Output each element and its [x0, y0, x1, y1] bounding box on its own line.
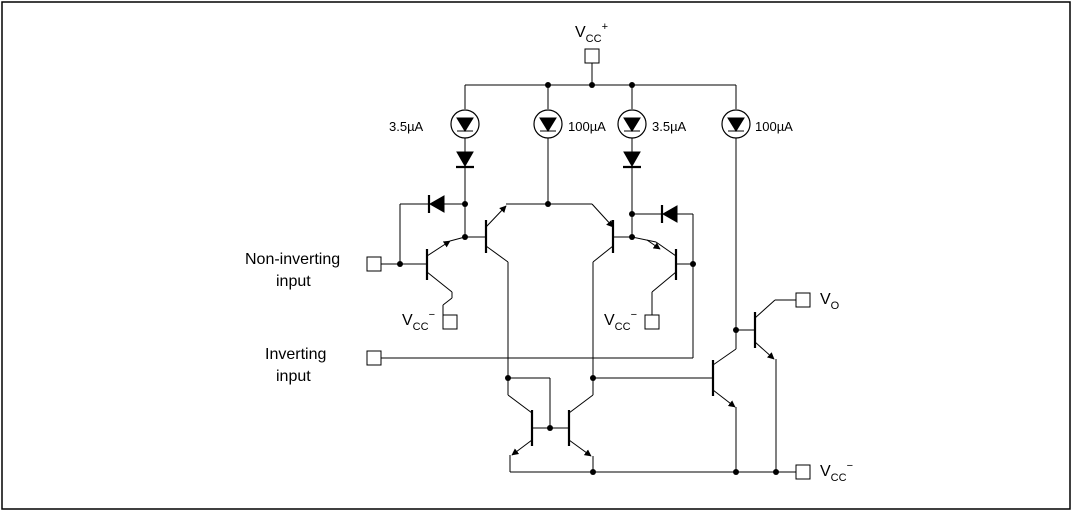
- vcc-minus-label-left: VCC−: [402, 309, 435, 333]
- cs3-current-label: 3.5µA: [652, 119, 687, 134]
- current-source-1: [450, 109, 480, 139]
- transistor-q7: [593, 348, 739, 475]
- cs1-current-label: 3.5µA: [389, 119, 424, 134]
- transistor-q3: [591, 203, 632, 378]
- transistor-q2: [465, 205, 509, 378]
- inv-label-line1: Inverting: [265, 346, 326, 363]
- left-series-diode: [456, 138, 474, 240]
- top-rail: [464, 82, 737, 109]
- transistor-q4: [631, 236, 693, 315]
- noninv-input-terminal: [366, 256, 427, 272]
- inv-label-line2: input: [276, 368, 311, 385]
- right-series-diode: [623, 138, 641, 240]
- current-mirror: [505, 375, 596, 475]
- vcc-minus-terminal-bottom: [795, 464, 811, 480]
- cs4-current-label: 100µA: [755, 119, 793, 134]
- inv-input-terminal: [366, 350, 693, 366]
- vcc-plus-terminal: [584, 48, 600, 85]
- vo-label: VO: [820, 291, 840, 312]
- vcc-plus-label: VCC+: [575, 21, 608, 45]
- current-source-2: [533, 109, 563, 139]
- transistor-q8: [733, 138, 796, 475]
- vcc-minus-label-right: VCC−: [604, 309, 637, 333]
- left-clamp-diode: [399, 195, 465, 264]
- current-source-4: [721, 109, 751, 139]
- vo-terminal: [795, 292, 811, 308]
- diff-pair-bias: [506, 138, 592, 207]
- cs2-current-label: 100µA: [568, 119, 606, 134]
- current-source-3: [617, 109, 647, 139]
- noninv-label-line1: Non-inverting: [245, 251, 340, 268]
- vcc-minus-label-bottom: VCC−: [820, 460, 853, 484]
- noninv-label-line2: input: [276, 273, 311, 290]
- vcc-minus-terminal-right: [644, 314, 660, 330]
- vcc-minus-terminal-left: [442, 314, 458, 330]
